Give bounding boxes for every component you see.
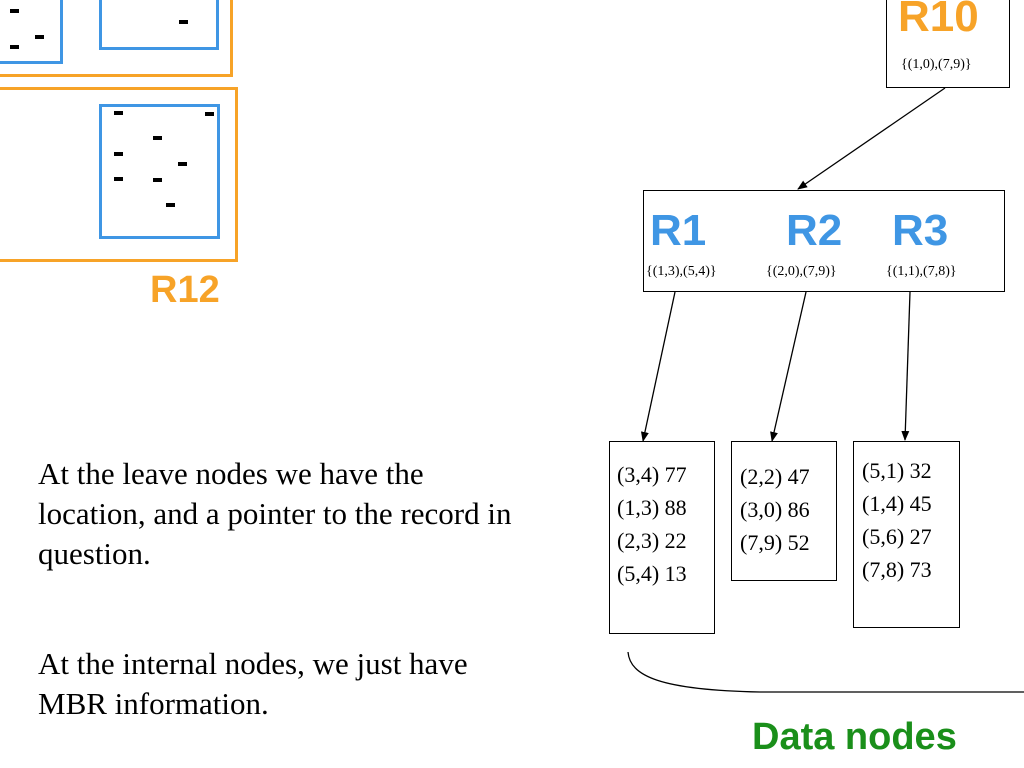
internal-node: R1 R2 R3 {(1,3),(5,4)} {(2,0),(7,9)} {(1…: [643, 190, 1005, 292]
leaf-entry: (3,4) 77: [617, 462, 687, 487]
r3-to-leaf3-arrow: [901, 291, 911, 441]
r12-inner-region-blue: [99, 104, 220, 239]
point-marker: [153, 178, 162, 182]
leaf-entry: (3,0) 86: [740, 497, 810, 522]
point-marker: [205, 112, 214, 116]
caption-leaf-nodes: At the leave nodes we have the location,…: [38, 456, 512, 571]
leaf-entry: (5,4) 13: [617, 561, 687, 586]
upper-region-orange: [0, 0, 233, 77]
leaf-entry: (2,3) 22: [617, 528, 687, 553]
root-node-mbr: {(1,0),(7,9)}: [901, 57, 972, 72]
point-marker: [114, 111, 123, 115]
point-marker: [179, 20, 188, 24]
leaf-entry: (5,6) 27: [862, 524, 932, 549]
point-marker: [10, 9, 19, 13]
entry-r1-label: R1: [650, 206, 707, 255]
entry-r2-label: R2: [786, 206, 843, 255]
point-marker: [153, 136, 162, 140]
upper-left-region-blue: [0, 0, 63, 64]
r2-to-leaf2-arrow: [770, 291, 807, 442]
r12-label: R12: [150, 269, 220, 311]
point-marker: [178, 162, 187, 166]
leaf-entry: (2,2) 47: [740, 464, 810, 489]
leaf-entry: (7,9) 52: [740, 530, 810, 555]
leaf-entry: (7,8) 73: [862, 557, 932, 582]
entry-r3-mbr: {(1,1),(7,8)}: [886, 264, 957, 279]
entry-r2-mbr: {(2,0),(7,9)}: [766, 264, 837, 279]
leaf-entry: (1,4) 45: [862, 491, 932, 516]
leaf-entry: (1,3) 88: [617, 495, 687, 520]
leaf-node-3: (5,1) 32 (1,4) 45 (5,6) 27 (7,8) 73: [853, 441, 960, 628]
upper-right-region-blue: [99, 0, 219, 50]
leaf-node-2: (2,2) 47 (3,0) 86 (7,9) 52: [731, 441, 837, 581]
root-node-label: R10: [898, 0, 979, 41]
entry-r1-mbr: {(1,3),(5,4)}: [646, 264, 717, 279]
data-nodes-label: Data nodes: [752, 716, 957, 758]
leaf-entry: (5,1) 32: [862, 458, 932, 483]
root-node: R10 {(1,0),(7,9)}: [886, 0, 1010, 88]
entry-r3-label: R3: [892, 206, 949, 255]
point-marker: [166, 203, 175, 207]
point-marker: [35, 35, 44, 39]
r12-region-orange: [0, 87, 238, 262]
caption-internal-nodes: At the internal nodes, we just have MBR …: [38, 646, 468, 721]
leaf-node-1: (3,4) 77 (1,3) 88 (2,3) 22 (5,4) 13: [609, 441, 715, 634]
point-marker: [114, 152, 123, 156]
r1-to-leaf1-arrow: [640, 291, 676, 442]
data-nodes-brace: [627, 651, 1024, 693]
root-to-internal-arrow: [797, 87, 946, 190]
point-marker: [114, 177, 123, 181]
point-marker: [10, 45, 19, 49]
